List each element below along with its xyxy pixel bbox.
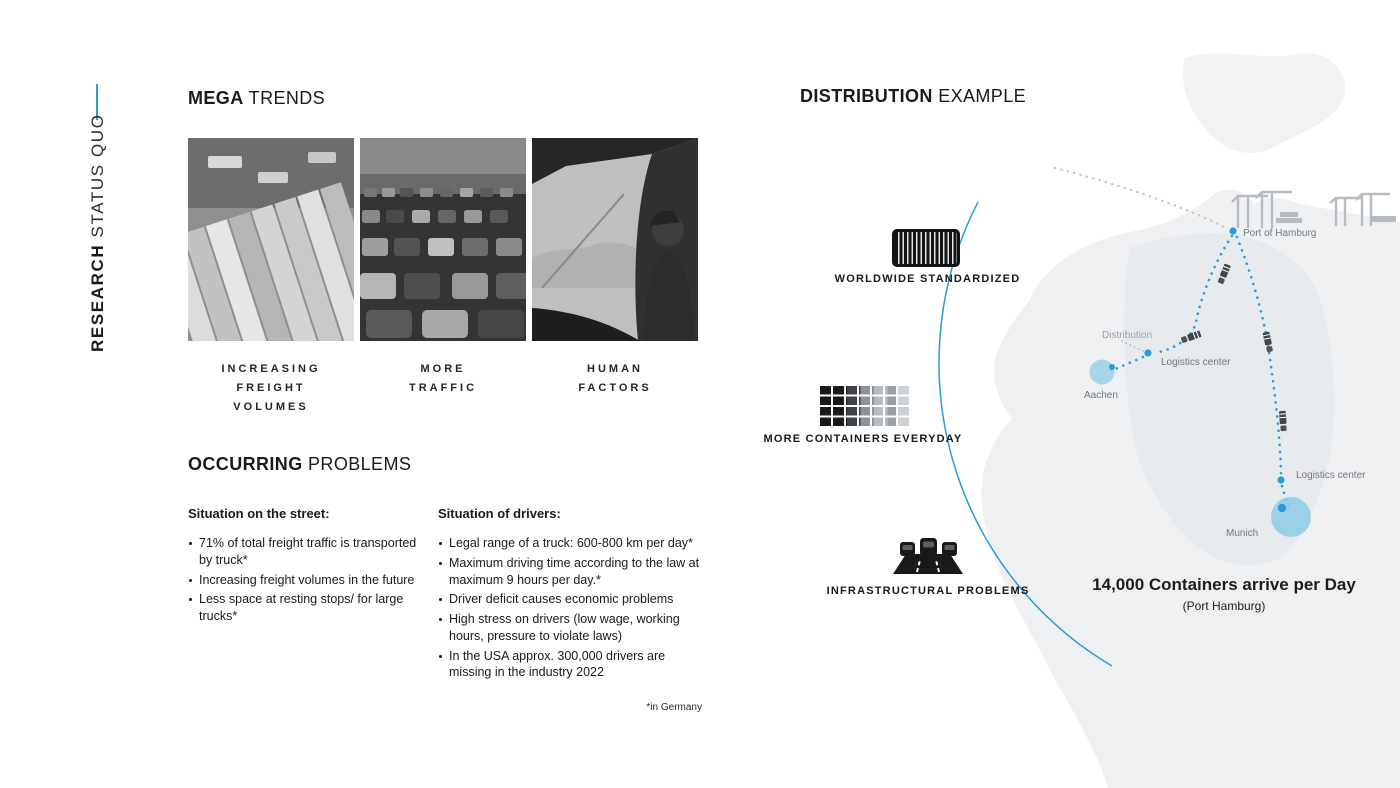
aachen-area-circle	[1089, 359, 1115, 385]
more-containers-everyday-label: MORE CONTAINERS EVERYDAY	[763, 433, 963, 445]
infrastructural-problems-label: INFRASTRUCTURAL PROBLEMS	[826, 585, 1030, 597]
munich-area-circle	[1271, 497, 1311, 537]
caption-increasing-freight-volumes: INCREASING FREIGHT VOLUMES	[221, 363, 321, 413]
europe-landmass-shape	[981, 53, 1400, 788]
port-of-hamburg-label: Port of Hamburg	[1243, 228, 1317, 239]
situation-drivers-heading: Situation of drivers:	[438, 506, 561, 521]
situation-drivers-list: Legal range of a truck: 600-800 km per d…	[438, 535, 706, 681]
mega-trends-heading: MEGA TRENDS	[188, 88, 326, 108]
aachen-label: Aachen	[1084, 390, 1118, 401]
traffic-jam-photo	[360, 138, 526, 341]
ship-route-dotted-line	[1053, 166, 1228, 230]
container-stack-shapes	[1276, 212, 1396, 223]
situation-drivers-column: Situation of drivers: Legal range of a t…	[438, 506, 706, 684]
list-item: Maximum driving time according to the la…	[438, 555, 706, 589]
munich-label: Munich	[1226, 528, 1259, 539]
stat-line-2: (Port Hamburg)	[1182, 599, 1266, 613]
shipping-container-icon	[892, 229, 960, 267]
distribution-cycle-arc	[938, 201, 1113, 667]
logistics-center-2-label: Logistics center	[1296, 470, 1366, 481]
container-grid-icon	[820, 384, 910, 426]
footnote-in-germany: *in Germany	[646, 702, 702, 713]
logistics-center-1-label: Logistics center	[1161, 357, 1231, 368]
distribution-example-heading: DISTRIBUTION EXAMPLE	[800, 86, 1027, 106]
distribution-leader-dotted-line	[1121, 340, 1147, 353]
situation-street-list: 71% of total freight traffic is transpor…	[188, 535, 420, 625]
accent-line	[96, 84, 98, 120]
list-item: In the USA approx. 300,000 drivers are m…	[438, 648, 706, 682]
waypoint-dots	[1109, 227, 1287, 513]
vertical-title-rest: STATUS QUO	[88, 113, 107, 244]
list-item: Driver deficit causes economic problems	[438, 591, 706, 608]
list-item: Legal range of a truck: 600-800 km per d…	[438, 535, 706, 552]
list-item: High stress on drivers (low wage, workin…	[438, 611, 706, 645]
stat-line-1: 14,000 Containers arrive per Day	[1092, 575, 1356, 594]
situation-street-column: Situation on the street: 71% of total fr…	[188, 506, 420, 628]
truck-driver-cab-photo	[532, 138, 698, 341]
situation-street-heading: Situation on the street:	[188, 506, 330, 521]
freight-containers-aerial-photo	[188, 138, 354, 341]
caption-human-factors: HUMAN FACTORS	[578, 363, 652, 394]
list-item: Less space at resting stops/ for large t…	[188, 591, 420, 625]
caption-more-traffic: MORE TRAFFIC	[408, 363, 478, 394]
vertical-title-bold: RESEARCH	[88, 243, 107, 352]
traffic-road-icon	[892, 530, 964, 574]
list-item: Increasing freight volumes in the future	[188, 572, 420, 589]
harbor-crane-icons	[1231, 190, 1390, 228]
occurring-problems-heading: OCCURRING PROBLEMS	[188, 454, 412, 474]
mega-trends-image-row	[188, 138, 698, 341]
mega-trends-caption-row: INCREASING FREIGHT VOLUMES MORE TRAFFIC …	[188, 360, 698, 417]
worldwide-standardized-label: WORLDWIDE STANDARDIZED	[834, 273, 1021, 285]
containers-per-day-stat: 14,000 Containers arrive per Day (Port H…	[1063, 575, 1385, 613]
research-status-quo-vertical-title: RESEARCH STATUS QUO	[88, 113, 108, 352]
list-item: 71% of total freight traffic is transpor…	[188, 535, 420, 569]
distribution-label: Distribution	[1102, 330, 1153, 341]
